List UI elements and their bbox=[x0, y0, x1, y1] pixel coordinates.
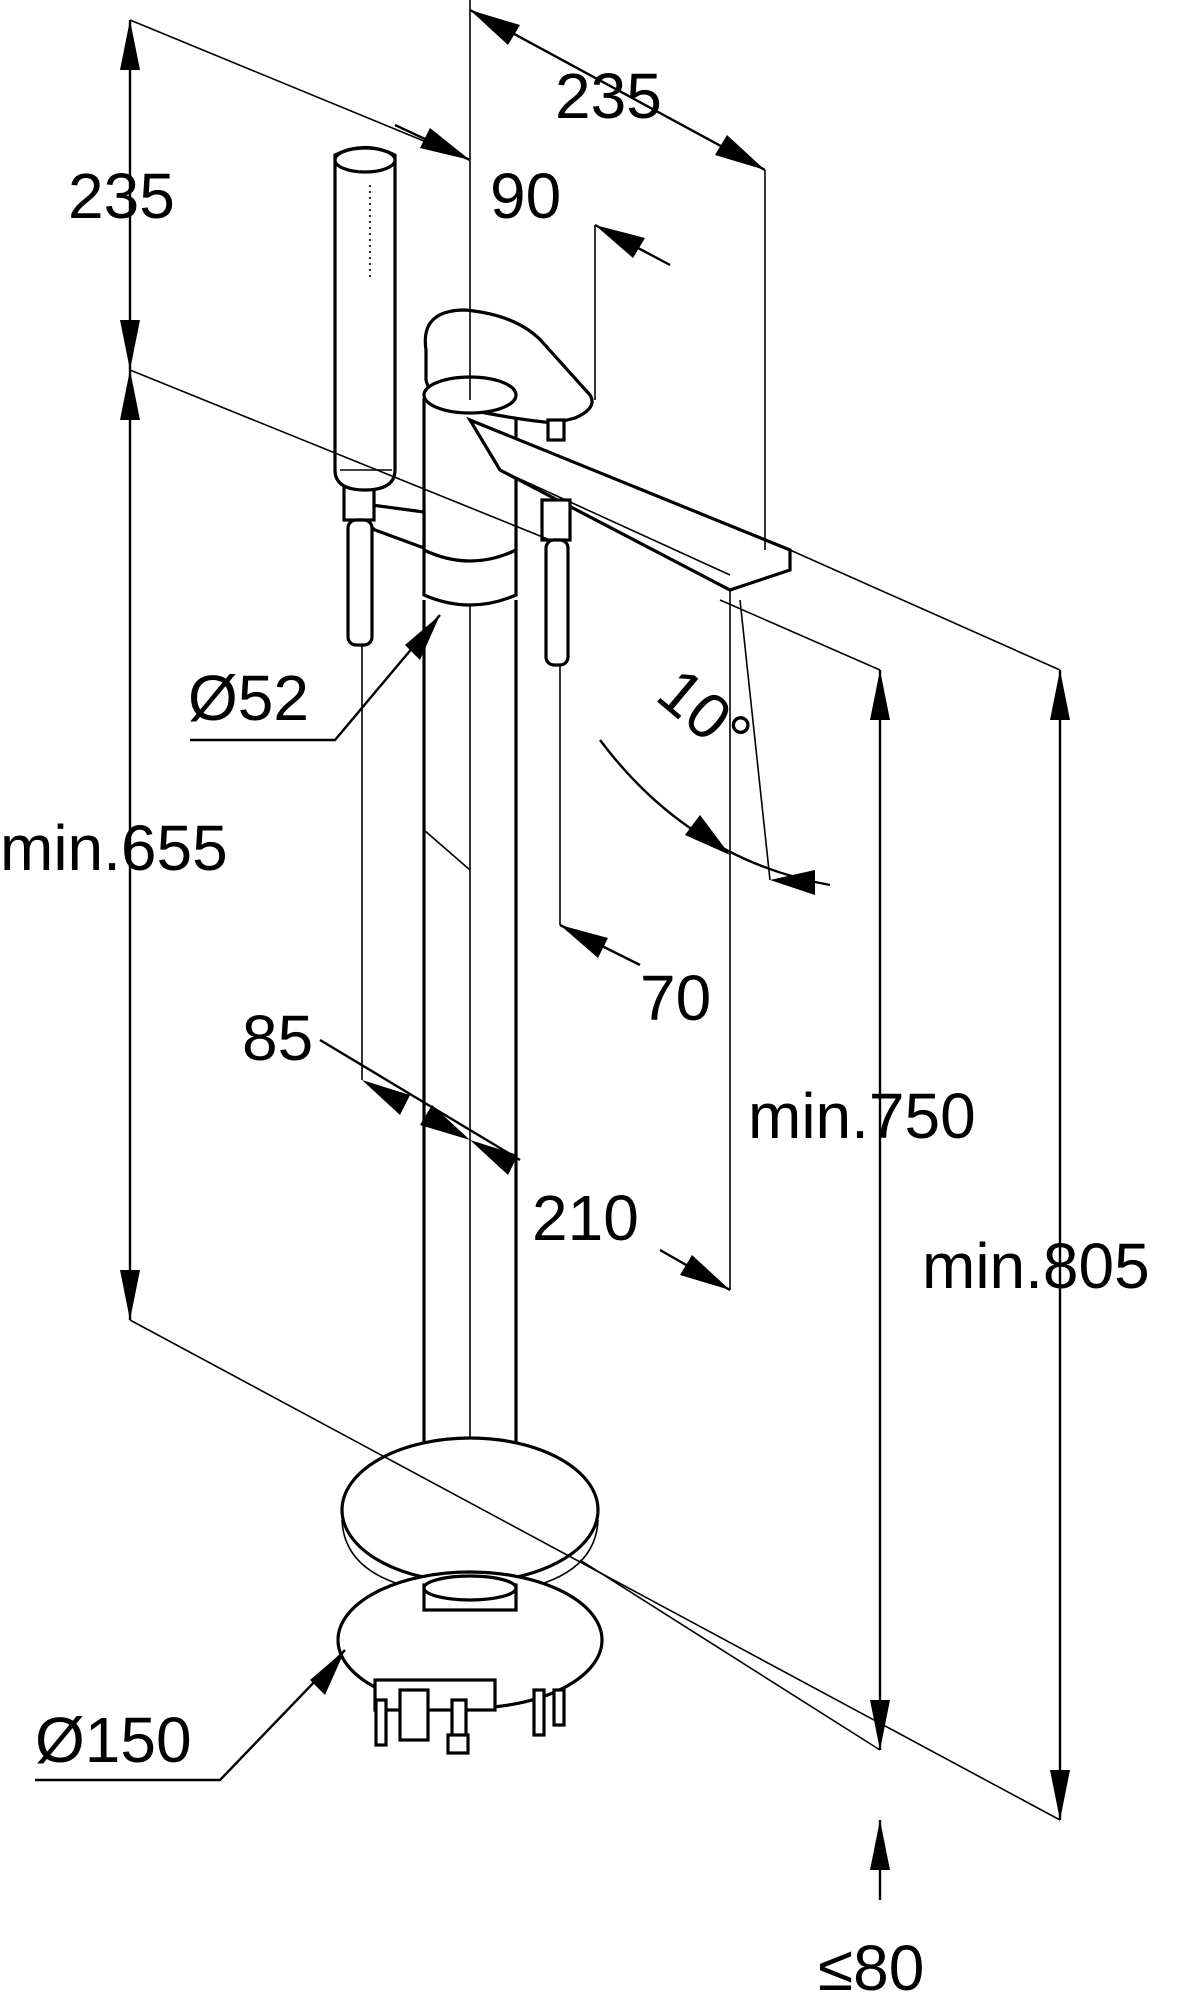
label-column-diameter: Ø52 bbox=[188, 662, 309, 734]
label-floor-depth: ≤80 bbox=[818, 1932, 924, 2000]
label-base-diameter: Ø150 bbox=[35, 1704, 192, 1776]
mixer-body bbox=[422, 398, 518, 563]
holder-rod bbox=[346, 518, 374, 647]
label-handle-offset: 90 bbox=[490, 160, 561, 232]
label-top-width: 235 bbox=[555, 60, 662, 132]
shower-head-face bbox=[333, 146, 397, 174]
dimension-labels: 235 235 90 Ø52 min.655 10° 70 85 210 min… bbox=[0, 60, 1150, 2000]
spout-rod bbox=[544, 538, 570, 667]
arrowheads bbox=[120, 10, 1070, 1870]
hand-shower bbox=[333, 145, 397, 492]
label-height-655: min.655 bbox=[0, 812, 228, 884]
faucet-body bbox=[333, 145, 792, 1755]
diverter-knob bbox=[546, 418, 566, 442]
label-height-805: min.805 bbox=[922, 1230, 1150, 1302]
installation-fittings bbox=[373, 1678, 566, 1755]
base-neck-top bbox=[422, 1574, 518, 1602]
cover-plate bbox=[340, 1436, 600, 1584]
spout bbox=[466, 416, 792, 592]
dimension-lines bbox=[35, 0, 1062, 1900]
spout-edge bbox=[499, 469, 731, 576]
label-top-height: 235 bbox=[68, 160, 175, 232]
label-spout-reach: 210 bbox=[532, 1182, 639, 1254]
label-height-750: min.750 bbox=[748, 1080, 976, 1152]
spout-rod-top bbox=[540, 498, 572, 542]
label-angle: 10° bbox=[644, 654, 764, 771]
label-outlet-spacing: 70 bbox=[640, 962, 711, 1034]
label-handshower-offset: 85 bbox=[242, 1002, 313, 1074]
